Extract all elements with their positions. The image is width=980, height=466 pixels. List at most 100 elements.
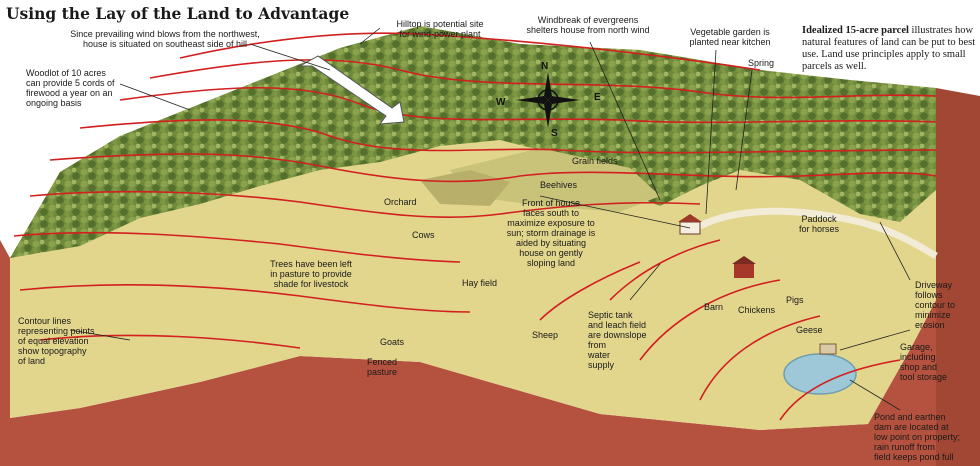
cows-label: Cows <box>412 230 435 240</box>
label-line: and leach field <box>588 320 647 330</box>
label-line: Woodlot of 10 acres <box>26 68 106 78</box>
label-line: Chickens <box>738 305 776 315</box>
label-line: field keeps pond full <box>874 452 954 462</box>
label-line: aided by situating <box>515 238 587 248</box>
label-line: including <box>900 352 936 362</box>
label-line: Beehives <box>540 180 578 190</box>
label-line: tool storage <box>900 372 948 382</box>
goats-label: Goats <box>380 337 404 347</box>
orchard-label: Orchard <box>384 197 417 207</box>
label-line: Front of house <box>521 198 581 208</box>
label-line: Grain fields <box>572 156 618 166</box>
intro-paragraph: Idealized 15-acre parcel illustrates how… <box>802 25 978 73</box>
label-line: low point on property; <box>874 432 961 442</box>
intro-bold: Idealized 15-acre parcel <box>802 25 909 36</box>
label-line: from <box>588 340 606 350</box>
label-line: Geese <box>796 325 823 335</box>
forest-woodlot <box>10 26 936 258</box>
wind-label: Since prevailing wind blows from the nor… <box>60 29 270 49</box>
chickens-label: Chickens <box>738 305 775 315</box>
label-line: Orchard <box>384 197 417 207</box>
label-line: sloping land <box>526 258 576 268</box>
label-line: Sheep <box>532 330 559 340</box>
label-line: Vegetable garden is <box>690 27 770 37</box>
orchard-area <box>420 170 510 206</box>
label-line: planted near kitchen <box>689 37 771 47</box>
label-line: for wind-power plant <box>399 29 481 39</box>
label-line: Contour lines <box>18 316 72 326</box>
label-line: Septic tank <box>588 310 633 320</box>
driveway-path <box>698 207 938 259</box>
label-line: firewood a year on an <box>26 88 113 98</box>
label-line: are downslope <box>588 330 647 340</box>
label-line: Pigs <box>786 295 804 305</box>
soil-right-face <box>936 88 980 466</box>
label-line: shop and <box>900 362 938 372</box>
soil-cross-section <box>0 96 980 466</box>
compass-north: N <box>541 61 549 72</box>
label-line: for horses <box>798 224 840 234</box>
beehives-label: Beehives <box>540 180 577 190</box>
label-line: show topography <box>18 346 87 356</box>
label-line: dam are located at <box>874 422 949 432</box>
label-line: Hilltop is potential site <box>396 19 484 29</box>
hay-field-label: Hay field <box>462 278 497 288</box>
label-line: maximize exposure to <box>507 218 595 228</box>
label-line: shade for livestock <box>273 279 349 289</box>
label-line: of land <box>18 356 46 366</box>
label-line: faces south to <box>522 208 580 218</box>
pigs-label: Pigs <box>786 295 804 305</box>
leader-lines <box>69 27 911 411</box>
label-line: of equal elevation <box>18 336 89 346</box>
label-line: Barn <box>704 302 724 312</box>
label-line: Paddock <box>801 214 837 224</box>
grain-fields-area <box>450 148 660 212</box>
label-line: can provide 5 cords of <box>26 78 115 88</box>
label-line: Garage, <box>900 342 933 352</box>
label-line: representing points <box>18 326 95 336</box>
label-line: Trees have been left <box>270 259 352 269</box>
label-line: Since prevailing wind blows from the nor… <box>70 29 260 39</box>
label-line: shelters house from north wind <box>526 25 650 35</box>
label-line: Cows <box>412 230 435 240</box>
page-title: Using the Lay of the Land to Advantage <box>6 4 350 23</box>
label-line: sun; storm drainage is <box>506 228 596 238</box>
compass-west: W <box>496 97 506 108</box>
label-line: Driveway <box>915 280 953 290</box>
label-line: in pasture to provide <box>270 269 352 279</box>
contour-lines <box>13 32 937 421</box>
label-line: Goats <box>380 337 405 347</box>
garage <box>819 343 837 355</box>
spring-label: Spring <box>748 58 774 68</box>
label-line: Spring <box>748 58 775 68</box>
label-line: supply <box>588 360 615 370</box>
barn-label: Barn <box>704 302 723 312</box>
barn <box>732 256 756 278</box>
wind-arrow-icon <box>298 55 405 125</box>
label-line: house on gently <box>519 248 583 258</box>
label-line: follows <box>915 290 943 300</box>
label-line: Windbreak of evergreens <box>537 15 639 25</box>
intro-text: illustrates how natural features of land… <box>802 25 976 72</box>
label-line: rain runoff from <box>874 442 935 452</box>
label-line: water <box>588 350 611 360</box>
sheep-label: Sheep <box>532 330 558 340</box>
label-line: contour to <box>915 300 956 310</box>
compass-rose-icon <box>516 72 580 128</box>
label-line: Fenced <box>366 357 398 367</box>
label-line: erosion <box>915 320 945 330</box>
